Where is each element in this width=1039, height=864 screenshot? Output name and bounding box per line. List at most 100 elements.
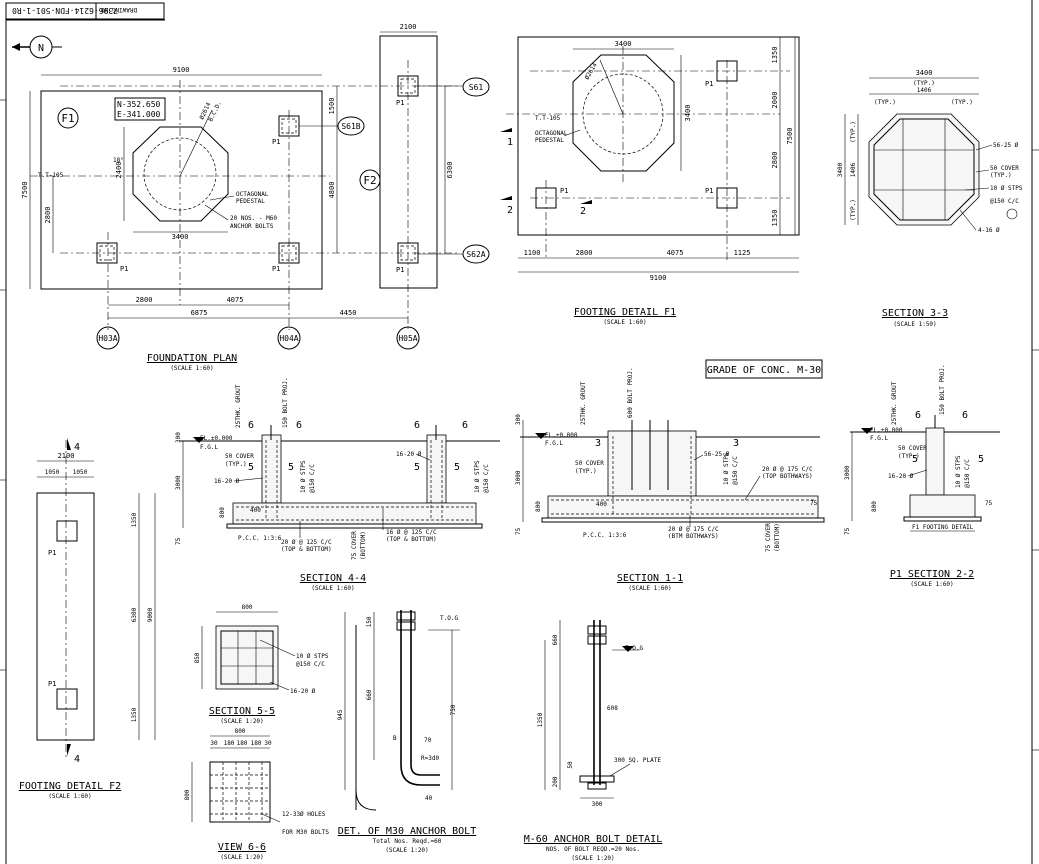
note-text: 4-16 Ø <box>978 227 1000 234</box>
scale-text: (SCALE 1:60) <box>910 581 953 588</box>
dim-text: 750 <box>450 704 457 715</box>
dim-text: 180 <box>237 740 248 747</box>
footing-f2-tag: F2 <box>363 174 376 187</box>
dim-text: 9100 <box>650 274 667 282</box>
note-text: R=3d0 <box>421 755 439 762</box>
section-2-2-title: P1 SECTION 2-2 <box>890 569 974 580</box>
section-5-5: 800 850 10 Ø STPS @150 C/C 16-20 Ø SECTI… <box>194 604 329 725</box>
dim-text: 1500 <box>328 98 336 115</box>
note-text: (TYP.) <box>898 453 920 460</box>
section-cut-label: 3 <box>733 438 739 449</box>
dim-text: 2800 <box>576 249 593 257</box>
pile-label: P1 <box>396 99 404 107</box>
pedestal-section <box>215 625 279 690</box>
footing-detail-f1: P1 P1 P1 3400 Ø2614 3400 T.T-105 OCTAGON… <box>500 36 800 326</box>
column-tag: S62A <box>466 250 485 259</box>
section-cut-label: 5 <box>978 454 984 465</box>
dim-text: 9100 <box>173 66 190 74</box>
pile-p1 <box>716 187 738 209</box>
view-6-6-title: VIEW 6-6 <box>218 842 266 853</box>
octagonal-pedestal <box>572 54 675 172</box>
dim-text: 2000 <box>771 92 779 109</box>
note-text: (BOTTOM) <box>774 523 781 552</box>
dim-text: 6300 <box>131 607 138 622</box>
foundation-plan: P1 P1 P1 P1 P1 F1 F2 N-352.650 E-341.000… <box>21 23 490 372</box>
section-cut-label: 6 <box>915 410 921 421</box>
section-cut-label: 1 <box>507 137 513 148</box>
note-text: 20 Ø @ 125 C/C <box>281 539 332 546</box>
dim-text: 7500 <box>21 182 29 199</box>
note-text: 56-25 Ø <box>704 451 730 458</box>
note-text: 16-20 Ø <box>396 451 422 458</box>
dim-text: 9000 <box>147 607 154 622</box>
grid-bubble: H05A <box>398 334 417 343</box>
section-5-5-title: SECTION 5-5 <box>209 706 275 717</box>
dim-text: 50 <box>567 761 574 769</box>
dim-text: 1406 <box>917 87 932 94</box>
section-4-4: EL.±0.000 F.G.L 25THK. GROUT 150 BOLT PR… <box>175 377 500 592</box>
note-text: (TYP.) <box>225 461 247 468</box>
note-text: 25THK. GROUT <box>580 381 587 425</box>
dim-text: (TYP.) <box>850 199 857 221</box>
dim-text: 3400 <box>837 162 844 177</box>
dim-text: 2400 <box>115 162 123 179</box>
note-text: 16-20 Ø <box>290 688 316 695</box>
dim-text: 2100 <box>400 23 417 31</box>
pile-label: P1 <box>48 549 56 557</box>
section-cut-label: 4 <box>74 754 80 765</box>
footing-f1-tag: F1 <box>61 112 74 125</box>
dim-text: 3400 <box>615 40 632 48</box>
easting: E-341.000 <box>117 110 161 119</box>
note-text: PEDESTAL <box>236 198 265 205</box>
section-cut-label: 5 <box>912 454 918 465</box>
section-1-1: EL.±0.000 F.G.L 25THK. GROUT 600 BOLT PR… <box>515 367 825 592</box>
dim-text: 75 <box>175 537 182 545</box>
section-cut-label: 5 <box>414 462 420 473</box>
note-text: B <box>393 735 397 742</box>
note-text: @150 C/C <box>483 464 490 493</box>
scale-text: (SCALE 1:60) <box>628 585 671 592</box>
grid-bubble: H04A <box>279 334 298 343</box>
subtitle-text: Total Nos. Reqd.=60 <box>373 838 442 845</box>
section-cut-label: 6 <box>414 420 420 431</box>
section-cut-label: 6 <box>462 420 468 431</box>
dim-text: 1050 <box>45 469 60 476</box>
note-text: 16-20 Ø <box>888 473 914 480</box>
dim-text: 3000 <box>175 475 182 490</box>
section-cut-label: 4 <box>74 442 80 453</box>
drawing-number: 7396-6214-FDN-501-1-R0 <box>12 6 118 15</box>
dim-text: 945 <box>337 709 344 720</box>
north-arrow: N <box>12 35 62 59</box>
pile-p1 <box>278 242 300 264</box>
dim-text: 2800 <box>44 207 52 224</box>
m60-anchor-bolt-detail: 660 1350 200 50 T.O.G 608 300 SQ. PLATE … <box>524 620 662 862</box>
scale-text: (SCALE 1:20) <box>385 847 428 854</box>
dim-text: 400 <box>250 507 261 514</box>
dim-text: 800 <box>235 728 246 735</box>
note-text: 75 COVER <box>351 531 358 560</box>
note-text: 18° <box>113 157 124 164</box>
pedestal <box>261 434 282 504</box>
note-text: 50 COVER <box>898 445 927 452</box>
note-text: 10 Ø STPS <box>300 460 307 493</box>
note-text: P.C.C. 1:3:6 <box>238 535 282 542</box>
pile-p1 <box>397 242 419 264</box>
note-text: OCTAGONAL <box>535 130 568 137</box>
note-text: @150 C/C <box>732 456 739 485</box>
pile-label: P1 <box>120 265 128 273</box>
dim-text: 4075 <box>667 249 684 257</box>
north-label: N <box>38 43 44 54</box>
scale-text: (SCALE 1:60) <box>311 585 354 592</box>
dim-text: (TYP.) <box>951 99 973 106</box>
pedestal <box>426 434 447 504</box>
section-cut-label: 6 <box>962 410 968 421</box>
pile-p1 <box>96 242 118 264</box>
dim-text: 400 <box>596 501 607 508</box>
title-block-frame <box>5 2 165 21</box>
section-cut-label: 5 <box>454 462 460 473</box>
dim-text: 4800 <box>328 182 336 199</box>
note-text: F.G.L <box>200 444 218 451</box>
dim-text: 3000 <box>515 470 522 485</box>
dim-text: 70 <box>424 737 432 744</box>
dim-text: 800 <box>184 789 191 800</box>
